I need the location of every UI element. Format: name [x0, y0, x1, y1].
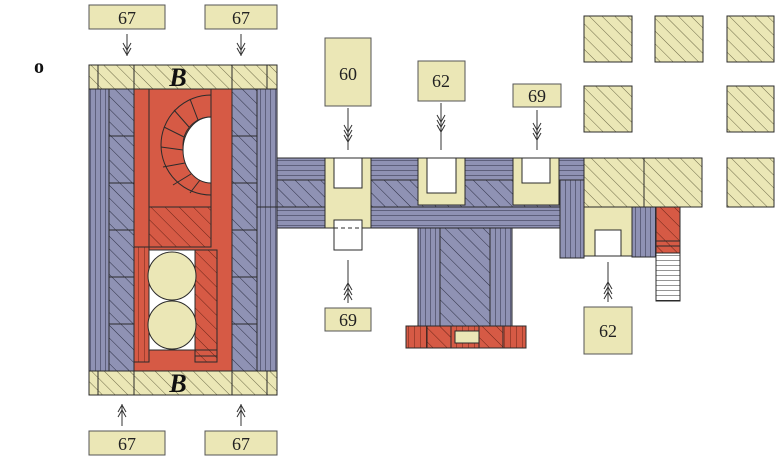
dim-bottom-right-label: 67	[232, 434, 250, 454]
column-square	[726, 85, 775, 133]
chimney-2-top-label: 62	[432, 71, 450, 91]
cleanout-base	[405, 325, 527, 349]
chimney-1-top-label: 60	[339, 64, 357, 84]
chimney-4-bottom-label: 62	[599, 321, 617, 341]
chimney-2: 62	[417, 60, 466, 206]
ash-pit-lower	[147, 300, 197, 350]
column-square	[583, 85, 633, 133]
chimney-3-top-label: 69	[528, 86, 546, 106]
column-square	[726, 15, 775, 63]
chimney-3: 69	[512, 83, 562, 206]
column-square	[654, 15, 704, 63]
dim-top-left-label: 67	[118, 8, 136, 28]
heater-body: B B	[88, 63, 278, 398]
column-square	[583, 15, 633, 63]
column-square	[726, 157, 775, 208]
ash-pit-upper	[147, 251, 197, 301]
bench-label-bottom: B	[168, 369, 186, 398]
dim-top-left: 67	[88, 4, 166, 57]
dim-bottom-left: 67	[88, 403, 166, 456]
bench-label-top: B	[168, 63, 186, 92]
top-bench-band	[88, 64, 278, 90]
dim-top-right: 67	[204, 4, 278, 57]
chimney-1: 60 69	[324, 37, 372, 332]
dim-bottom-right: 67	[204, 403, 278, 456]
dim-bottom-left-label: 67	[118, 434, 136, 454]
right-structures: 62	[583, 15, 775, 355]
corner-label: o	[34, 56, 44, 78]
chimney-1-bottom-label: 69	[339, 310, 357, 330]
dim-top-right-label: 67	[232, 8, 250, 28]
